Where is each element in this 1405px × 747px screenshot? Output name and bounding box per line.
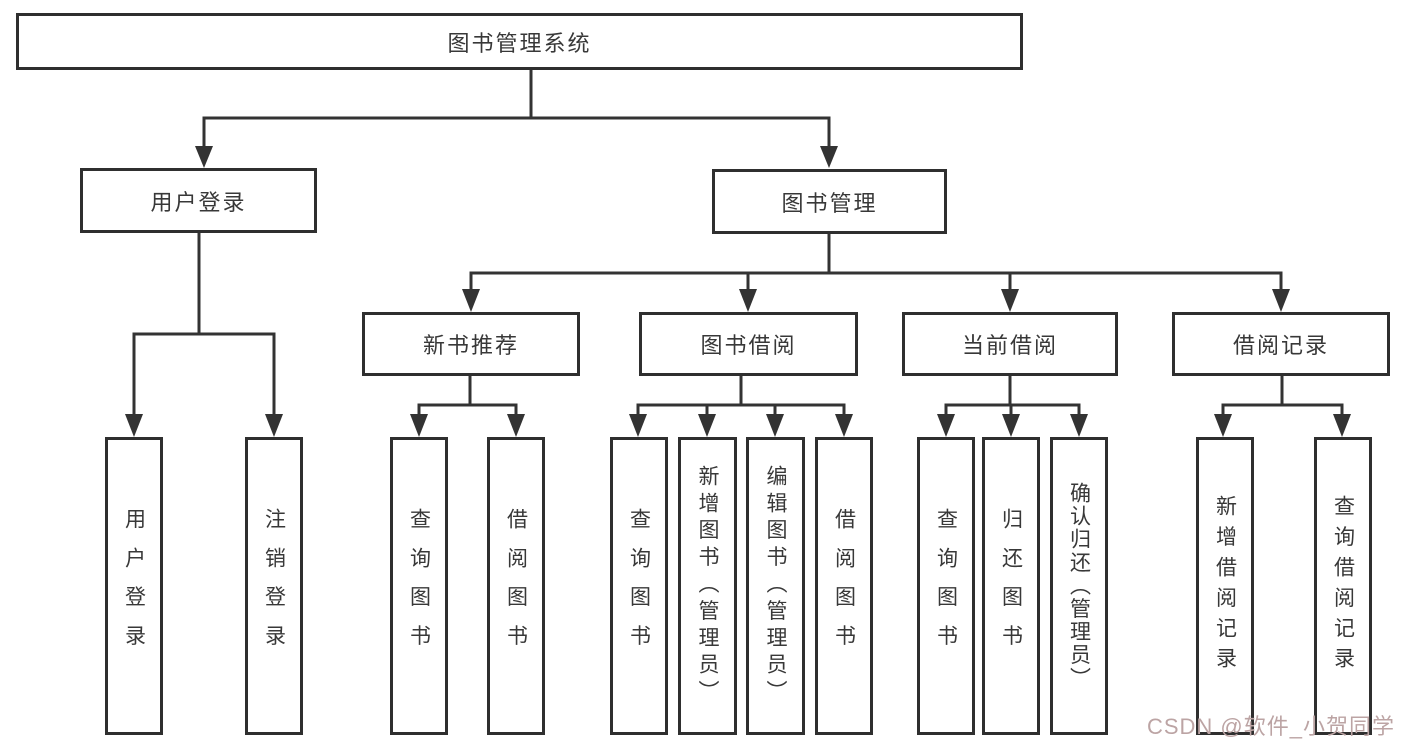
node-book-management: 图书管理 xyxy=(712,169,947,234)
leaf-borrow-books: 借阅图书 xyxy=(815,437,873,735)
node-current-borrow-label: 当前借阅 xyxy=(961,333,1058,358)
leaf-query-borrow-record: 查询借阅记录 xyxy=(1314,437,1372,735)
connector-book-mgmt-to-level2 xyxy=(462,232,1290,312)
leaf-edit-book-admin-label: 编辑图书（管理员） xyxy=(764,465,787,707)
node-new-book-recommend: 新书推荐 xyxy=(362,312,580,376)
node-borrow-records: 借阅记录 xyxy=(1172,312,1390,376)
leaf-return-books-label: 归还图书 xyxy=(999,508,1023,664)
leaf-confirm-return-admin-label: 确认归还（管理员） xyxy=(1067,482,1091,690)
leaf-add-borrow-record-label: 新增借阅记录 xyxy=(1213,494,1237,678)
connector-book-borrow-branch xyxy=(629,374,853,437)
connector-new-book-branch xyxy=(410,374,525,437)
node-borrow-records-label: 借阅记录 xyxy=(1232,333,1329,358)
connector-root-to-level1 xyxy=(195,68,838,168)
node-book-borrow-label: 图书借阅 xyxy=(700,333,797,358)
leaf-query-books-borrow: 查询图书 xyxy=(610,437,668,735)
leaf-query-books-borrow-label: 查询图书 xyxy=(627,508,651,664)
leaf-logout: 注销登录 xyxy=(245,437,303,735)
node-book-management-label: 图书管理 xyxy=(781,190,878,216)
node-current-borrow: 当前借阅 xyxy=(902,312,1118,376)
leaf-edit-book-admin: 编辑图书（管理员） xyxy=(746,437,805,735)
node-user-login-label: 用户登录 xyxy=(150,189,247,215)
node-new-book-recommend-label: 新书推荐 xyxy=(422,333,519,358)
leaf-add-borrow-record: 新增借阅记录 xyxy=(1196,437,1254,735)
leaf-add-book-admin: 新增图书（管理员） xyxy=(678,437,737,735)
connector-borrow-records-branch xyxy=(1214,374,1351,437)
leaf-return-books: 归还图书 xyxy=(982,437,1040,735)
leaf-borrow-books-label: 借阅图书 xyxy=(832,508,856,664)
leaf-query-books-recommend: 查询图书 xyxy=(390,437,448,735)
leaf-add-book-admin-label: 新增图书（管理员） xyxy=(696,465,719,707)
leaf-borrow-books-recommend-label: 借阅图书 xyxy=(504,508,528,664)
leaf-user-login: 用户登录 xyxy=(105,437,163,735)
connector-user-login-branch xyxy=(125,231,283,437)
node-book-borrow: 图书借阅 xyxy=(639,312,858,376)
leaf-query-books-current: 查询图书 xyxy=(917,437,975,735)
node-root-system-label: 图书管理系统 xyxy=(447,30,592,56)
leaf-confirm-return-admin: 确认归还（管理员） xyxy=(1050,437,1108,735)
leaf-user-login-label: 用户登录 xyxy=(122,508,146,664)
node-user-login: 用户登录 xyxy=(80,168,317,233)
leaf-query-books-recommend-label: 查询图书 xyxy=(407,508,431,664)
node-root-system: 图书管理系统 xyxy=(16,13,1023,70)
leaf-query-books-current-label: 查询图书 xyxy=(934,508,958,664)
leaf-borrow-books-recommend: 借阅图书 xyxy=(487,437,545,735)
connector-current-borrow-branch xyxy=(937,374,1088,437)
leaf-logout-label: 注销登录 xyxy=(262,508,286,664)
leaf-query-borrow-record-label: 查询借阅记录 xyxy=(1331,494,1355,678)
